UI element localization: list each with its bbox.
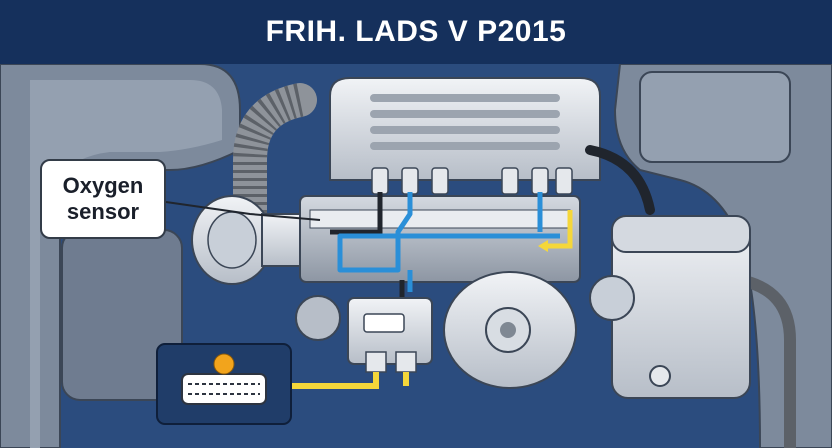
- battery-terminal: [649, 365, 671, 387]
- sensor-connector-right: [395, 351, 417, 373]
- battery-box-top: [611, 215, 751, 253]
- engine-block-band: [309, 209, 571, 229]
- callout-line-1: Oxygen: [62, 173, 144, 198]
- lower-pulley: [295, 295, 341, 341]
- yellow-arrow-block-head: [538, 240, 548, 252]
- callout-line-2: sensor: [66, 199, 140, 224]
- alternator-center: [500, 322, 516, 338]
- diagram-title: FRIH. LADS V P2015: [265, 15, 567, 48]
- valve-cover-vent-3: [370, 126, 560, 134]
- inset-sensor-graphic: [181, 353, 267, 405]
- left-fender-inner: [30, 80, 222, 448]
- right-upper-panel: [639, 71, 791, 163]
- valve-cover-vent-4: [370, 142, 560, 150]
- air-filter-cone-ring: [207, 211, 257, 269]
- title-bar: FRIH. LADS V P2015: [0, 0, 832, 64]
- battery-pulley: [589, 275, 635, 321]
- yellow-arrow-inset: [284, 372, 379, 389]
- callout-pointer: [165, 201, 321, 221]
- intake-hose: [233, 83, 317, 257]
- oxygen-sensor-callout: Oxygen sensor: [40, 159, 166, 239]
- blue-sensor-lines: [337, 192, 560, 292]
- engine-bay-illustration: [0, 64, 832, 448]
- sensor-connector-left: [365, 351, 387, 373]
- right-hose: [585, 145, 655, 215]
- valve-cover-vent-1: [370, 94, 560, 102]
- valve-cover-vent-2: [370, 110, 560, 118]
- sensor-dot: [213, 353, 235, 375]
- sensor-housing-window: [363, 313, 405, 333]
- black-wire-1: [330, 192, 383, 235]
- yellow-arrow-block: [544, 210, 573, 249]
